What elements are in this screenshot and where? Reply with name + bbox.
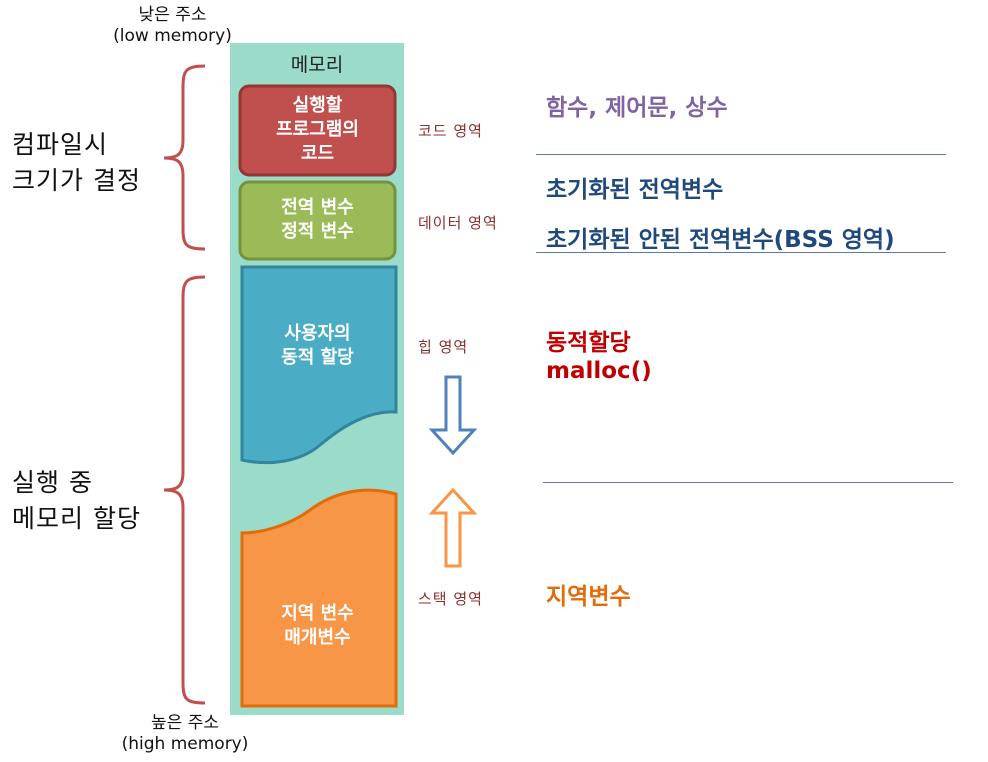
data-block-line1: 전역 변수 — [281, 197, 354, 218]
heap-block-label: 사용자의 동적 할당 — [240, 322, 395, 370]
data-block-label: 전역 변수 정적 변수 — [240, 196, 395, 244]
heap-block — [240, 265, 398, 465]
high-address-line2: (high memory) — [121, 734, 249, 754]
code-block-label: 실행할 프로그램의 코드 — [240, 94, 395, 166]
runtime-phase-label: 실행 중 메모리 할당 — [12, 465, 141, 537]
compile-phase-label: 컴파일시 크기가 결정 — [12, 127, 141, 199]
compile-phase-line2: 크기가 결정 — [12, 166, 141, 195]
code-block — [238, 84, 397, 177]
data-initialized-description: 초기화된 전역변수 — [546, 177, 724, 203]
code-description: 함수, 제어문, 상수 — [546, 95, 728, 121]
data-heap-divider — [536, 252, 946, 253]
stack-block-line1: 지역 변수 — [281, 603, 354, 624]
data-block-line2: 정적 변수 — [281, 221, 354, 242]
compile-brace — [163, 64, 206, 251]
data-region-label: 데이터 영역 — [418, 214, 498, 232]
runtime-phase-line2: 메모리 할당 — [12, 504, 141, 533]
runtime-brace — [163, 275, 206, 705]
stack-description: 지역변수 — [546, 584, 631, 610]
low-address-label: 낮은 주소 (low memory) — [100, 5, 245, 47]
heap-stack-divider — [543, 482, 953, 483]
stack-region-label: 스택 영역 — [418, 590, 483, 608]
stack-block-label: 지역 변수 매개변수 — [240, 602, 395, 650]
high-address-label: 높은 주소 (high memory) — [110, 713, 260, 755]
heap-block-line1: 사용자의 — [284, 323, 351, 344]
data-bss-description: 초기화된 안된 전역변수(BSS 영역) — [546, 227, 895, 253]
stack-block — [240, 488, 398, 708]
runtime-phase-line1: 실행 중 — [12, 468, 93, 497]
heap-region-label: 힙 영역 — [418, 338, 469, 356]
memory-title: 메모리 — [290, 54, 344, 76]
heap-description-line1: 동적할당 — [546, 330, 631, 356]
heap-description-line2: malloc() — [546, 358, 652, 384]
high-address-line1: 높은 주소 — [151, 713, 219, 733]
data-block — [238, 180, 397, 261]
code-region-label: 코드 영역 — [418, 122, 483, 140]
code-block-line2: 프로그램의 — [276, 119, 359, 140]
code-block-line1: 실행할 — [292, 95, 343, 116]
stack-block-line2: 매개변수 — [284, 627, 351, 648]
code-data-divider — [536, 154, 946, 155]
compile-phase-line1: 컴파일시 — [12, 130, 109, 159]
code-block-line3: 코드 — [300, 143, 335, 164]
heap-block-line2: 동적 할당 — [281, 347, 354, 368]
heap-growth-arrow — [428, 375, 478, 456]
low-address-line1: 낮은 주소 — [138, 5, 207, 25]
stack-growth-arrow — [428, 487, 478, 568]
low-address-line2: (low memory) — [113, 26, 232, 46]
